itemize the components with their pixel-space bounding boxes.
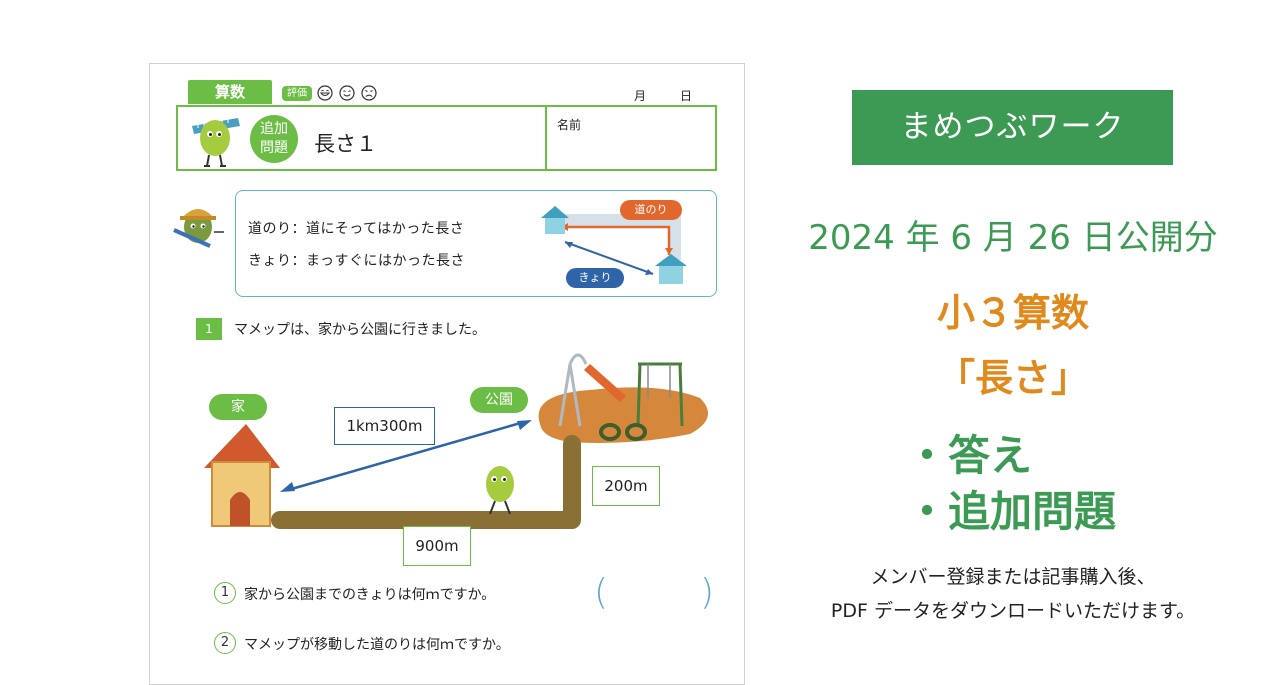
map-illustration [204,353,708,529]
distance-vertical-box: 200m [592,466,660,506]
extra-problem-badge: 追加 問題 [250,115,298,163]
distance-diagonal-box: 1km300m [334,407,435,445]
title-frame [176,105,717,171]
answer-paren-right: ) [700,572,715,613]
question-text: マメップは、家から公園に行きました。 [234,322,486,338]
worksheet-title: 長さ１ [314,132,377,156]
day-label: 日 [680,89,693,103]
question-number: 1 [196,318,222,340]
subject-tab: 算数 [188,80,272,104]
sub-question-text-1: 家から公園までのきょりは何ｍですか。 [244,587,496,603]
definition-straight: きょり：まっすぐにはかった長さ [248,253,465,269]
road-label-pill: 道のり [620,200,682,220]
sub-question-number-2: 2 [214,632,236,654]
month-label: 月 [634,89,647,103]
definition-box [235,190,717,297]
smile-face-icon [339,85,355,101]
definition-road: 道のり：道にそってはかった長さ [248,221,465,237]
frown-face-icon [361,85,377,101]
distance-horizontal-box: 900m [403,526,471,566]
release-date: 2024 年 6 月 26 日公開分 [808,218,1218,258]
park-label: 公園 [470,387,528,413]
title-divider [545,105,547,171]
road-vs-straight-diagram [541,206,687,284]
worksheet-page: 算数 評価 月 日 追加 問題 長さ１ 名前 [149,63,745,685]
badge-line-2: 問題 [260,140,288,156]
brand-banner: まめつぶワーク [852,90,1173,165]
bullet-extra-problems: ・追加問題 [906,487,1117,536]
badge-line-1: 追加 [260,121,288,137]
download-note-line-2: PDF データをダウンロードいただけます。 [830,600,1196,622]
bullet-answers: ・答え [906,431,1033,480]
evaluation-badge: 評価 [282,86,312,101]
straight-label-pill: きょり [566,268,624,288]
happy-face-icon [317,85,333,101]
download-note-line-1: メンバー登録または記事購入後、 [870,566,1156,588]
house-label: 家 [209,394,267,420]
answer-paren-left: ( [594,572,609,613]
bean-with-ruler-icon [192,118,240,167]
topic-title: 「長さ」 [936,356,1089,400]
sub-question-text-2: マメップが移動した道のりは何ｍですか。 [244,637,510,653]
bean-with-helmet-icon [173,209,224,248]
grade-subject: 小３算数 [936,291,1089,335]
sub-question-number-1: 1 [214,582,236,604]
name-label: 名前 [557,118,582,132]
